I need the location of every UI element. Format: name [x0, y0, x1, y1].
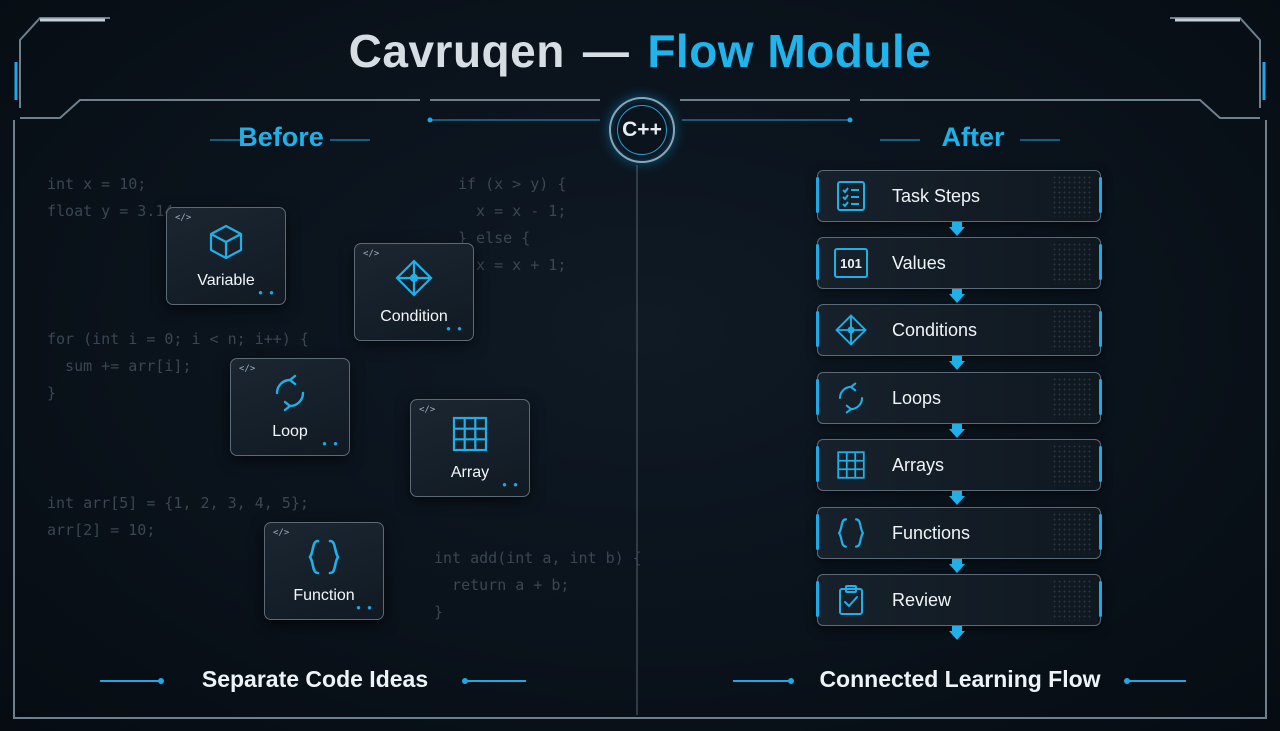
flow-step-review: Review: [816, 574, 1102, 626]
footer-dot: [788, 678, 794, 684]
footer-line-right: [1126, 680, 1186, 682]
before-heading: Before: [238, 122, 324, 152]
diamond-icon: [355, 258, 473, 298]
flow-step-conditions: Conditions: [816, 304, 1102, 356]
flow-step-label: Values: [892, 253, 946, 273]
code-tag-icon: </>: [363, 249, 380, 259]
flow-step-values: 101 Values: [816, 237, 1102, 289]
footer-dot: [158, 678, 164, 684]
page-title: Cavruqen — Flow Module: [0, 24, 1280, 78]
card-dots: ● ●: [502, 480, 520, 489]
binary-101-icon: 101: [834, 246, 868, 280]
down-arrow-icon: [949, 626, 965, 640]
code-snippet-vars: int x = 10; float y = 3.14;: [47, 175, 183, 220]
code-snippet-for: for (int i = 0; i < n; i++) { sum += arr…: [47, 330, 309, 402]
code-snippet-if: if (x > y) { x = x - 1; } else { x = x +…: [458, 175, 567, 301]
braces-icon: [834, 516, 868, 550]
card-variable: </> Variable ● ●: [166, 207, 286, 305]
cube-icon: [167, 222, 285, 262]
cycle-icon: [231, 373, 349, 413]
down-arrow-icon: [949, 424, 965, 438]
decor-dots: [1052, 444, 1092, 486]
decor-dots: [1052, 579, 1092, 621]
flow-step-label: Conditions: [892, 320, 978, 340]
footer-line-right: [464, 680, 526, 682]
card-loop: </> Loop ● ●: [230, 358, 350, 456]
down-arrow-icon: [949, 289, 965, 303]
checklist-icon: [834, 179, 868, 213]
title-separator: —: [582, 25, 630, 77]
down-arrow-icon: [949, 491, 965, 505]
card-function: </> Function ● ●: [264, 522, 384, 620]
down-arrow-icon: [949, 356, 965, 370]
grid-icon: [834, 448, 868, 482]
flow-step-label: Functions: [892, 523, 971, 543]
flow-step-label: Loops: [892, 388, 942, 408]
title-brand: Cavruqen: [348, 25, 565, 77]
flow-step-task-steps: Task Steps: [816, 170, 1102, 222]
card-label: Array: [450, 464, 490, 481]
after-footer: Connected Learning Flow: [819, 666, 1101, 692]
code-snippet-array: int arr[5] = {1, 2, 3, 4, 5}; arr[2] = 1…: [47, 494, 309, 539]
footer-line-left: [733, 680, 793, 682]
code-snippet-function: int add(int a, int b) { return a + b; }: [434, 549, 642, 621]
code-tag-icon: </>: [419, 405, 436, 415]
card-dots: ● ●: [258, 288, 276, 297]
down-arrow-icon: [949, 222, 965, 236]
title-module: Flow Module: [647, 25, 932, 77]
diamond-icon: [834, 313, 868, 347]
code-tag-icon: </>: [175, 213, 192, 223]
flow-step-label: Arrays: [892, 455, 945, 475]
decor-dots: [1052, 309, 1092, 351]
flow-step-loops: Loops: [816, 372, 1102, 424]
code-tag-icon: </>: [239, 364, 256, 374]
card-dots: ● ●: [356, 603, 374, 612]
before-footer: Separate Code Ideas: [201, 666, 429, 692]
flow-step-label: Task Steps: [892, 186, 981, 206]
flow-step-label: Review: [892, 590, 952, 610]
down-arrow-icon: [949, 559, 965, 573]
flow-step-arrays: Arrays: [816, 439, 1102, 491]
cpp-badge: C++: [609, 97, 675, 163]
card-dots: ● ●: [322, 439, 340, 448]
decor-dots: [1052, 377, 1092, 419]
card-label: Loop: [272, 423, 308, 440]
decor-dots: [1052, 242, 1092, 284]
decor-dots: [1052, 175, 1092, 217]
card-label: Function: [293, 587, 355, 604]
after-heading: After: [941, 122, 1005, 152]
code-tag-icon: </>: [273, 528, 290, 538]
grid-icon: [411, 414, 529, 454]
cycle-icon: [834, 381, 868, 415]
card-dots: ● ●: [446, 324, 464, 333]
flow-step-functions: Functions: [816, 507, 1102, 559]
decor-dots: [1052, 512, 1092, 554]
card-label: Variable: [197, 272, 255, 289]
card-label: Condition: [380, 308, 448, 325]
binary-101-text: 101: [834, 248, 868, 278]
braces-icon: [265, 537, 383, 577]
footer-line-left: [100, 680, 162, 682]
card-array: </> Array ● ●: [410, 399, 530, 497]
card-condition: </> Condition ● ●: [354, 243, 474, 341]
clipboard-check-icon: [834, 583, 868, 617]
cpp-badge-label: C++: [622, 118, 662, 141]
